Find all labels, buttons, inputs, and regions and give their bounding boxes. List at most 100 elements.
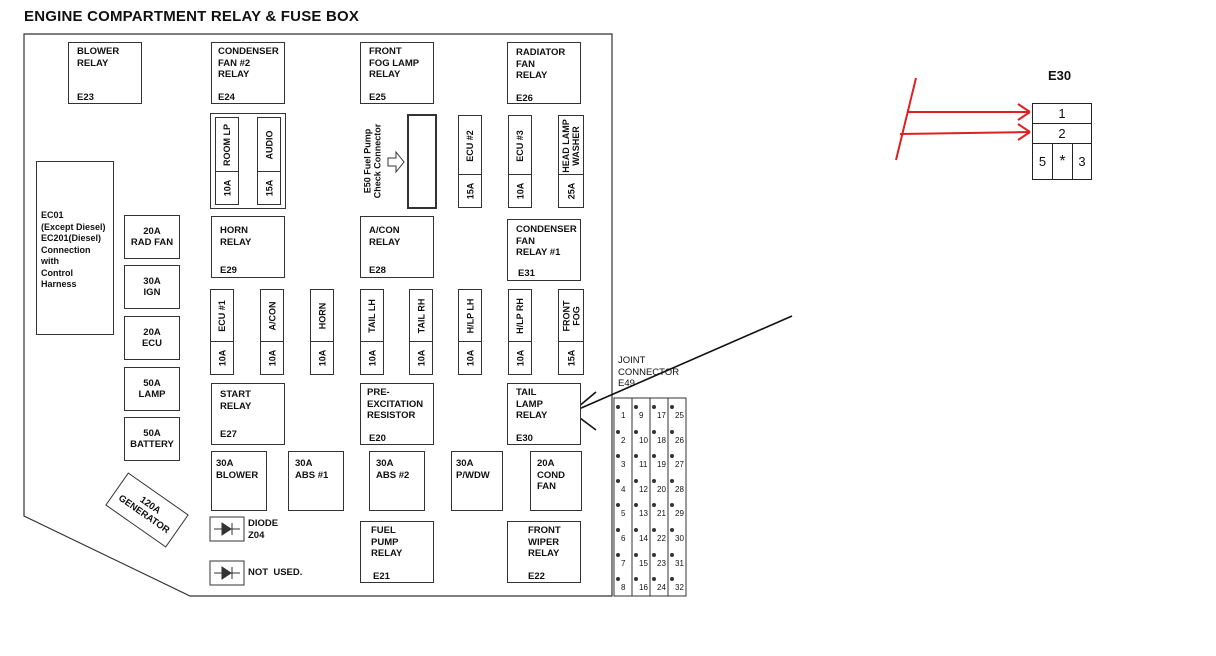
e30-pin-5: 5 [1032,143,1053,180]
relay-code: E24 [218,92,235,103]
joint-pin-dot [670,503,674,508]
fuse-name: ROOM LP [222,124,232,166]
joint-pin-number: 2 [621,435,626,445]
joint-pin-dot [634,405,638,409]
fuse-horn: HORN 10A [310,289,334,375]
joint-pin-dot [616,454,620,459]
joint-pin-number: 26 [675,435,684,445]
joint-pin-dot [670,405,674,409]
diode-label: DIODE Z04 [248,518,279,541]
joint-pin-dot [616,552,620,557]
joint-pin-number: 3 [621,460,626,470]
joint-pin-dot [616,478,620,483]
joint-pin-dot [652,429,656,434]
fuse-front-fog: FRONT FOG 15A [558,289,584,375]
fuse-pwdw: 30A P/WDW [451,451,503,511]
relay-label: TAIL LAMP RELAY [516,387,548,421]
joint-pin-number: 5 [621,509,626,519]
relay-code: E29 [220,265,237,276]
fuse-ign: 30A IGN [124,265,180,309]
joint-pin-dot [634,454,638,459]
connection-note: EC01 (Except Diesel) EC201(Diesel) Conne… [41,210,106,289]
joint-pin-dot [652,478,656,483]
fuse-name: H/LP LH [465,298,475,334]
fuel-pump-check-label-wrap: E50 Fuel Pump Check Connector [358,115,386,207]
relay-label: START RELAY [220,389,252,412]
relay-blower: BLOWER RELAY E23 [68,42,142,104]
fuse-amp: 10A [366,349,377,367]
relay-label: HORN RELAY [220,225,252,248]
fuse-tail-rh: TAIL RH 10A [409,289,433,375]
fuse-lamp: 50A LAMP [124,367,180,411]
joint-pin-number: 24 [657,583,666,593]
joint-pin-number: 21 [657,509,666,519]
relay-code: E31 [518,268,535,279]
fuse-name: HORN [317,302,327,330]
joint-pin-number: 1 [621,411,626,420]
fuse-ecu-1: ECU #1 10A [210,289,234,375]
joint-pin-number: 29 [675,509,684,519]
joint-pin-dot [634,503,638,508]
fuse-name: FRONT FOG [561,300,581,332]
page-title: ENGINE COMPARTMENT RELAY & FUSE BOX [24,8,360,25]
joint-pin-number: 23 [657,558,666,568]
fuse-name: TAIL LH [367,299,378,333]
relay-code: E25 [369,92,386,103]
fuse-name: ECU #3 [515,129,526,162]
joint-pin-dot [634,478,638,483]
relay-label: PRE- EXCITATION RESISTOR [367,387,424,421]
relay-code: E20 [369,433,386,444]
fuse-ecu-main: 20A ECU [124,316,180,360]
e30-title: E30 [1048,68,1072,83]
fuse-box-outline [23,33,613,597]
fuse-room-lp: ROOM LP 10A [215,117,239,205]
fuse-name: AUDIO [264,130,274,160]
joint-pin-dot [616,405,620,409]
joint-pin-number: 4 [621,484,626,494]
relay-front-fog-lamp: FRONT FOG LAMP RELAY E25 [360,42,434,104]
joint-pin-dot [616,429,620,434]
joint-pin-dot [634,528,638,532]
relay-condenser-fan-2: CONDENSER FAN #2 RELAY E24 [211,42,285,104]
relay-label: FRONT FOG LAMP RELAY [369,46,420,80]
relay-label: CONDENSER FAN #2 RELAY [218,46,279,80]
joint-pin-number: 19 [657,460,666,470]
fuse-tail-lh: TAIL LH 10A [360,289,384,375]
fuse-amp: 10A [415,349,426,367]
joint-pin-number: 16 [639,583,648,593]
relay-pre-excitation-resistor: PRE- EXCITATION RESISTOR E20 [360,383,434,445]
diode-icon [209,516,245,542]
fuse-ecu-3: ECU #3 10A [508,115,532,208]
joint-pin-dot [616,503,620,508]
joint-pin-dot [670,454,674,459]
joint-pin-number: 28 [675,484,684,494]
fuse-name: A/CON [267,301,277,331]
connection-note-box: EC01 (Except Diesel) EC201(Diesel) Conne… [36,161,114,335]
fuel-pump-check-label: E50 Fuel Pump Check Connector [362,123,383,199]
joint-pin-dot [670,577,674,582]
fuse-name: H/LP RH [515,298,525,334]
fuse-battery: 50A BATTERY [124,417,180,461]
joint-pin-dot [652,552,656,557]
fuse-amp: 10A [221,179,232,197]
fuse-amp: 10A [514,182,525,200]
joint-pin-dot [616,577,620,582]
joint-pin-number: 17 [657,411,666,420]
fuse-rad-fan: 20A RAD FAN [124,215,180,259]
e30-pin-2: 2 [1032,123,1092,144]
joint-pin-number: 7 [621,558,626,568]
joint-pin-number: 6 [621,534,626,543]
diode-not-used-icon [209,560,245,586]
joint-pin-number: 8 [621,583,626,593]
fuse-head-lamp-washer: HEAD LAMP WASHER 25A [558,115,584,208]
fuse-abs-2: 30A ABS #2 [369,451,425,511]
relay-code: E27 [220,429,237,440]
fuse-amp: 10A [216,349,227,367]
joint-pin-dot [652,503,656,508]
joint-pin-number: 20 [657,484,666,494]
joint-pin-dot [670,528,674,532]
fuel-pump-check-connector [407,114,437,209]
joint-pin-dot [634,577,638,582]
relay-horn: HORN RELAY E29 [211,216,285,278]
